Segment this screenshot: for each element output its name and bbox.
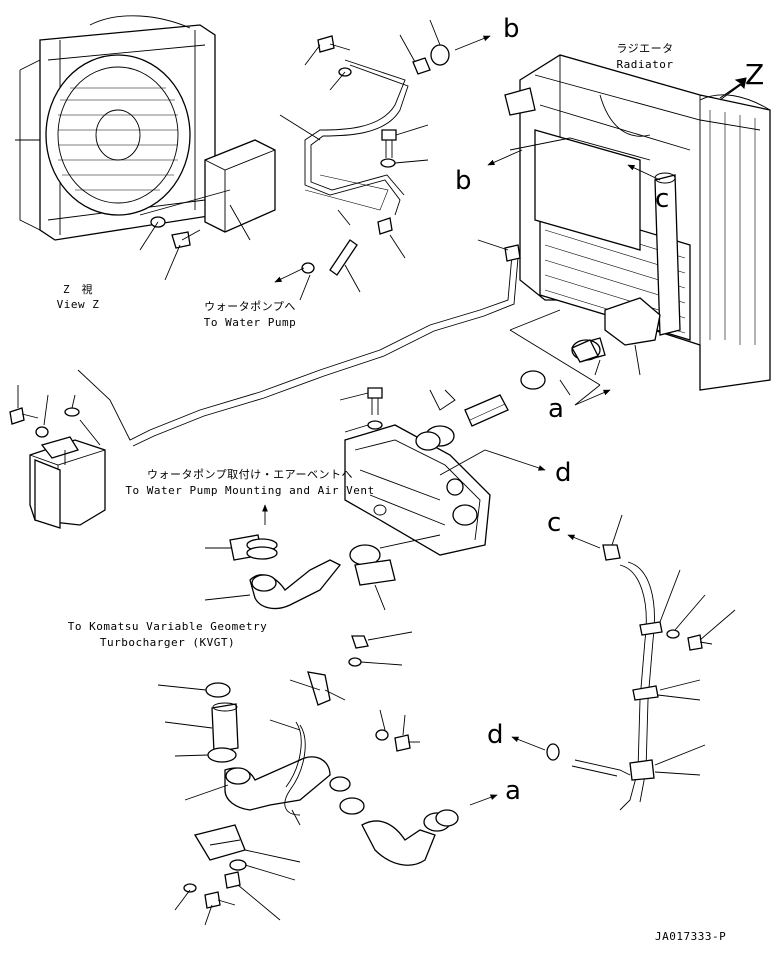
bolt-nut-clamp-tank bbox=[9, 385, 101, 446]
mounting-air-vent-label-jp: ウォータポンプ取付け・エアーベントへ bbox=[146, 468, 353, 481]
kvgt-pipe-assembly bbox=[157, 671, 346, 826]
kvgt-label-line2: Turbocharger (KVGT) bbox=[99, 636, 236, 649]
nut-washer-right-kvgt bbox=[348, 631, 420, 752]
radiator-label-en: Radiator bbox=[616, 58, 674, 71]
callout-a-lower: a bbox=[505, 776, 521, 806]
clamp-mount-lower bbox=[349, 534, 441, 611]
kvgt-label-line1: To Komatsu Variable Geometry bbox=[67, 620, 268, 633]
water-pump-housing bbox=[344, 424, 491, 556]
view-z-label-jp: Z 視 bbox=[62, 283, 94, 296]
hose-c-d-assembly bbox=[511, 514, 736, 811]
callout-c-radiator: c bbox=[655, 184, 670, 214]
callout-d-mount: d bbox=[555, 458, 572, 488]
callout-c-hose: c bbox=[547, 508, 562, 538]
drawing-code: JA017333-P bbox=[655, 930, 727, 943]
bolt-washer-left bbox=[139, 216, 201, 281]
nut-fitting-top bbox=[399, 19, 491, 75]
radiator-label-jp: ラジエータ bbox=[616, 42, 674, 55]
radiator-main bbox=[504, 54, 771, 391]
bolt-top bbox=[304, 35, 352, 91]
callout-z: Z bbox=[745, 58, 765, 91]
hose-clamps-to-a bbox=[329, 776, 498, 866]
mounting-air-vent-label-en: To Water Pump Mounting and Air Vent bbox=[125, 484, 375, 497]
bolt-center bbox=[380, 124, 429, 168]
air-vent-tube bbox=[304, 59, 409, 216]
pipe-to-mounting bbox=[204, 534, 342, 610]
radiator-fan-view-z bbox=[15, 15, 216, 241]
controller-box bbox=[204, 139, 276, 233]
long-tube bbox=[77, 239, 521, 447]
to-water-pump-label-jp: ウォータポンプへ bbox=[204, 300, 296, 313]
callout-b-top: b bbox=[503, 14, 520, 44]
callout-a-radiator: a bbox=[548, 394, 564, 424]
to-water-pump-label-en: To Water Pump bbox=[203, 316, 297, 329]
callout-d-hose: d bbox=[487, 720, 504, 750]
water-pump-mount-bolt bbox=[339, 387, 383, 433]
air-vent-tank bbox=[29, 436, 106, 529]
clamp-hose-a bbox=[415, 339, 601, 451]
bracket-lower bbox=[174, 824, 301, 926]
view-z-label-en: View Z bbox=[56, 298, 100, 311]
callout-b-left: b bbox=[455, 166, 472, 196]
hose-to-water-pump bbox=[274, 217, 406, 301]
